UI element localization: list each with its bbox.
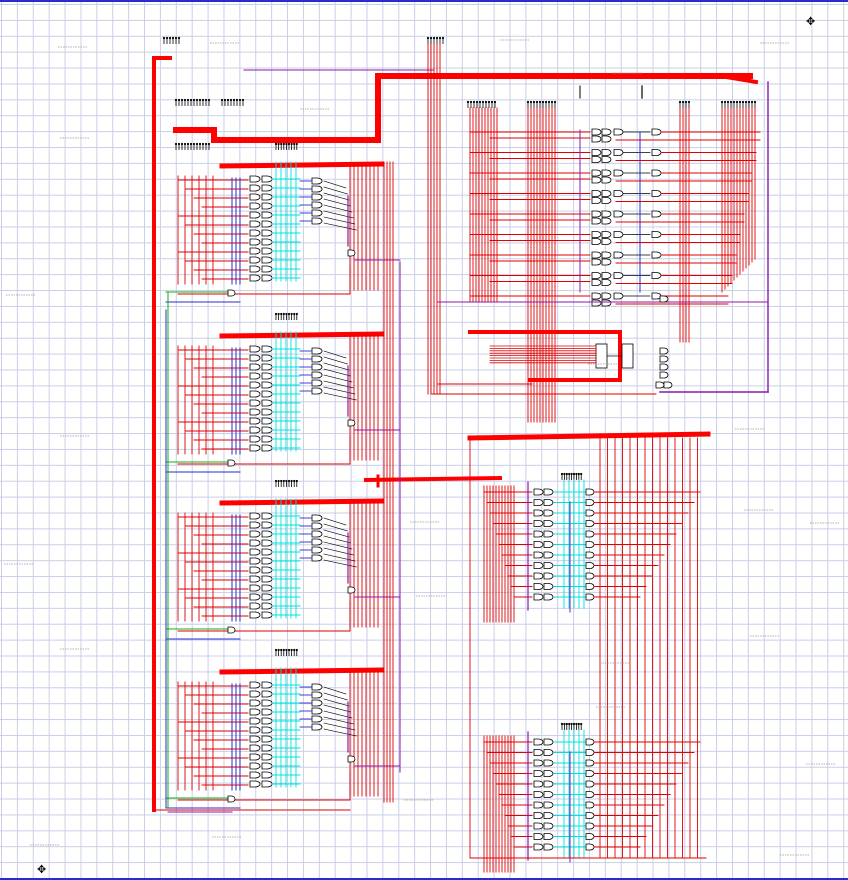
control-array-top-right (426, 36, 769, 423)
decoder-block-1 (467, 431, 711, 623)
counter-block (431, 85, 673, 395)
register-module-4 (165, 648, 401, 809)
register-module-1 (165, 142, 401, 303)
move-cursor-icon: ✥ (37, 863, 47, 876)
register-module-3 (165, 479, 401, 640)
left-trunk-bus (152, 36, 759, 813)
decoder-block-2 (483, 722, 701, 873)
decoder-right-feeds (469, 437, 707, 859)
move-cursor-icon: ✥ (806, 15, 816, 28)
component-label-marks (4, 39, 840, 856)
register-module-2 (165, 312, 401, 473)
